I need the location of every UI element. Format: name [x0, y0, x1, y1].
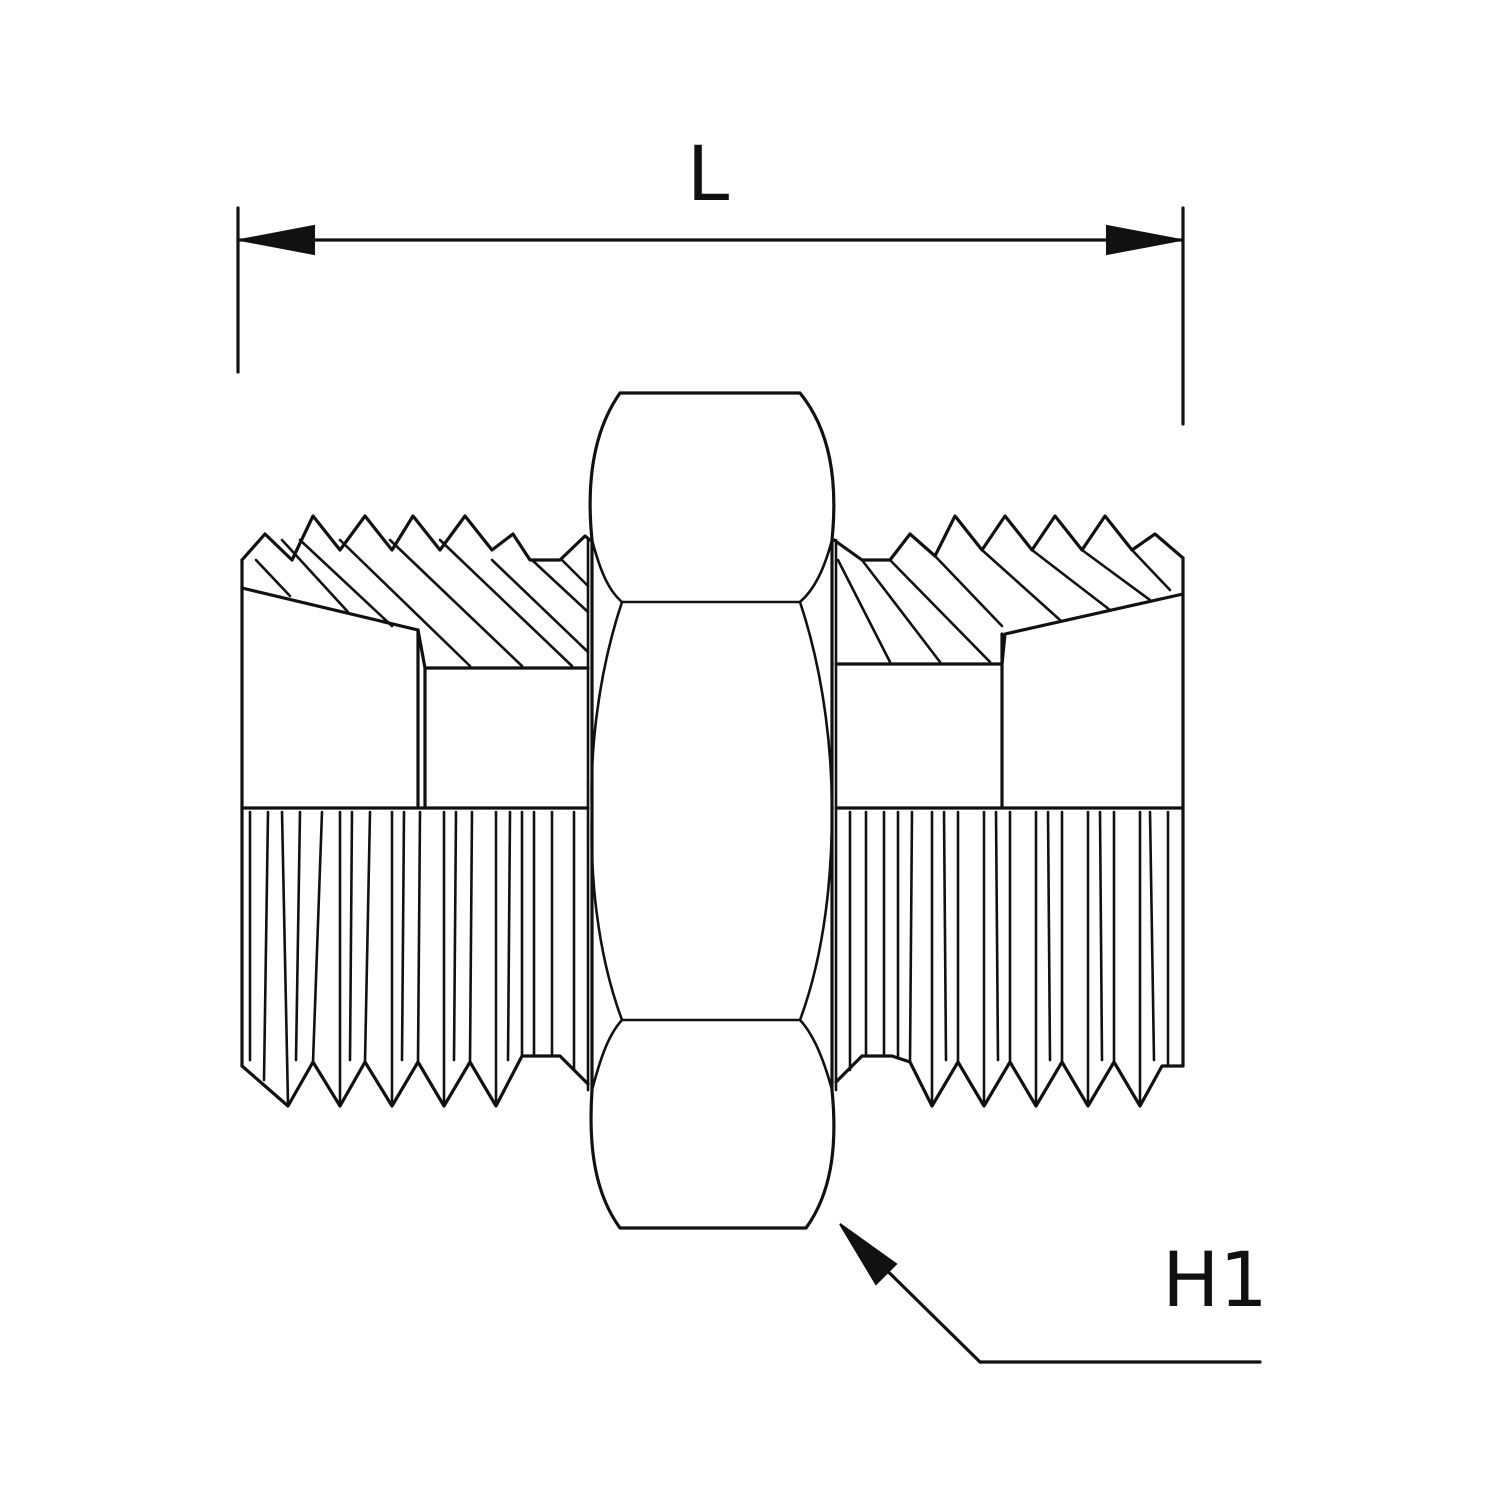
right-thread-line [1046, 810, 1052, 1062]
right-hatch-line [1030, 548, 1112, 612]
left-hatch-line [388, 538, 524, 668]
arrowhead-left [239, 224, 315, 256]
hex-middle-face-left [590, 600, 624, 1022]
length-label: L [687, 129, 729, 218]
left-thread-line [452, 810, 458, 1062]
left-thread-top-profile [240, 514, 592, 562]
right-thread-bottom-profile [834, 1054, 1185, 1108]
left-thread [240, 514, 592, 1108]
right-thread-lines [848, 810, 1170, 1106]
right-hatch-line [980, 548, 1062, 622]
left-hatch-line [254, 558, 292, 598]
left-thread-line [294, 810, 302, 1062]
left-hatch-line [560, 558, 590, 588]
right-hatch-line [888, 558, 992, 664]
hex-upper-flat [590, 538, 834, 604]
right-bore-top [834, 592, 1185, 666]
left-hatch-line [438, 538, 574, 668]
hex-lower-flat [590, 1018, 834, 1092]
right-hatch-line [1080, 548, 1152, 602]
leader-hex: H1 [839, 1223, 1268, 1364]
left-hatch-line [490, 558, 590, 654]
right-hatch-line [836, 558, 892, 664]
left-thread-line [416, 810, 422, 1064]
hex-label: H1 [1162, 1235, 1268, 1324]
arrowhead-right [1106, 224, 1182, 256]
left-thread-bottom-profile [240, 1054, 590, 1108]
left-hatch [254, 538, 590, 668]
left-hatch-line [298, 538, 394, 628]
right-thread-top-profile [832, 514, 1185, 562]
left-thread-line [506, 810, 512, 1062]
left-thread-line [400, 810, 406, 1062]
left-hatch-line [338, 538, 472, 668]
right-thread [832, 514, 1185, 1108]
left-hatch-line [530, 558, 590, 614]
left-thread-line [262, 810, 270, 1082]
left-thread-line [363, 810, 372, 1064]
left-hatch-line [280, 538, 350, 614]
dimension-length: L [236, 129, 1185, 426]
left-thread-line [468, 810, 474, 1064]
right-thread-line [1098, 810, 1104, 1062]
right-thread-line [994, 810, 1000, 1062]
hex-middle-face-right [798, 600, 834, 1022]
right-hatch-line [933, 554, 1004, 628]
right-thread-line [908, 810, 914, 1064]
left-thread-lines [248, 810, 576, 1106]
hex-nut [586, 391, 838, 1230]
left-thread-line [348, 810, 354, 1062]
right-thread-line [942, 810, 948, 1062]
left-bore-top [240, 586, 590, 670]
left-thread-line [311, 810, 324, 1064]
hex-outline [588, 391, 836, 1230]
right-hatch-line [860, 558, 942, 664]
leader-arrowhead [839, 1223, 898, 1286]
left-thread-line [280, 810, 290, 1106]
right-hatch [836, 548, 1172, 664]
right-thread-line [1148, 810, 1156, 1062]
right-hatch-line [1130, 548, 1172, 592]
